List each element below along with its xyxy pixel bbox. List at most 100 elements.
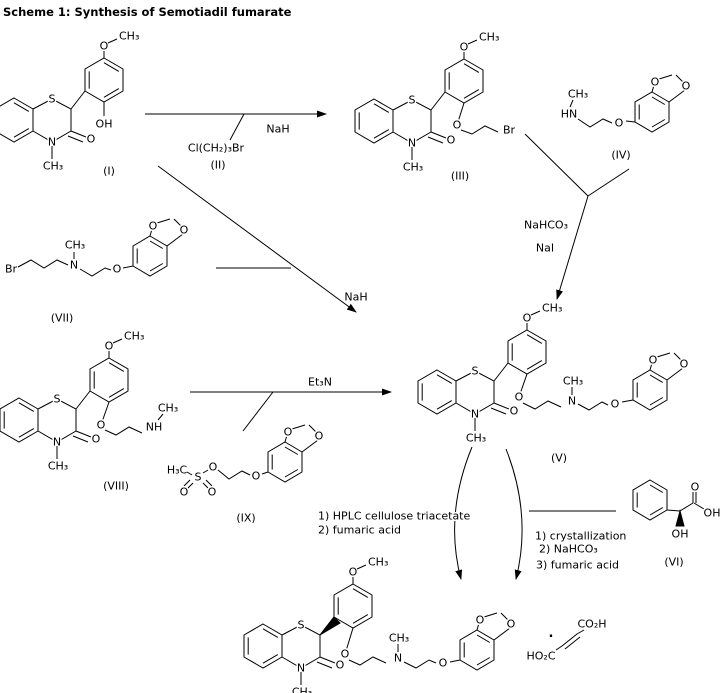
- oh-wedge-bond: [675, 509, 685, 527]
- label-III: (III): [451, 170, 469, 183]
- ethyl-chain: [577, 118, 613, 128]
- ester-oxygen: O: [209, 461, 218, 474]
- ether-oxygen-2: O: [439, 657, 448, 670]
- amine-hn: HN: [561, 108, 578, 121]
- ether-oxygen: O: [252, 470, 261, 483]
- aryl-ether-bond: [625, 120, 636, 123]
- carboxyl-oh-bond: [693, 502, 705, 510]
- ethyl-chain: [403, 659, 437, 669]
- product-core: [242, 554, 390, 693]
- reaction-arrows: NaH Cl(CH₂)₃Br (II) NaHCO₃ NaI NaH Et₃N …: [145, 110, 630, 580]
- propyl-chain: [17, 259, 69, 269]
- bromine: Br: [5, 263, 18, 276]
- structure-V: O N CH₃ O (V): [416, 300, 691, 466]
- reagent-left-1: 1) HPLC cellulose triacetate: [318, 510, 470, 523]
- label-VI: (VI): [664, 556, 683, 569]
- structure-I-core: [0, 28, 141, 174]
- label-VIII: (VIII): [103, 480, 129, 493]
- curved-arrow-right: [505, 448, 523, 580]
- carboxyl-double-bond: [692, 492, 697, 503]
- n-methyl-label: CH₃: [568, 88, 588, 101]
- reagent-nai: NaI: [536, 242, 554, 255]
- structure-VII-benzodioxole: [131, 217, 191, 278]
- label-IX: (IX): [236, 512, 255, 525]
- n-methyl-label: CH₃: [65, 239, 85, 252]
- ether-oxygen-2: O: [611, 398, 620, 411]
- sulfonyl-oxygen-left: O: [180, 486, 189, 499]
- structure-VI: OH O OH (VI): [632, 479, 722, 570]
- carboxyl-bond: [679, 502, 694, 512]
- amine-nitrogen: N: [70, 259, 78, 272]
- carboxyl-left: HO₂C: [526, 650, 555, 663]
- ester-bond: [202, 469, 209, 474]
- sulfonyl-double-bond-right: [202, 479, 213, 490]
- structure-fumaric-acid: · HO₂C CO₂H: [525, 616, 608, 664]
- salt-dot: ·: [549, 630, 554, 645]
- ether-oxygen: O: [515, 391, 524, 404]
- product-benzodioxole: [458, 611, 518, 672]
- ether-oxygen: O: [453, 119, 462, 132]
- n-methyl-bond: [569, 99, 574, 108]
- aryl-ether-bond: [261, 471, 269, 475]
- bromopropyl-chain: [460, 125, 499, 135]
- n-methyl-label: CH₃: [158, 402, 178, 415]
- line-from-III: [524, 133, 589, 197]
- stereo-wedge-bond: [319, 616, 341, 636]
- mesyl-methyl: H₃C: [167, 464, 188, 477]
- reagent-nahco3: NaHCO₃: [524, 219, 568, 232]
- amine-nh: NH: [146, 421, 163, 434]
- structure-VII: Br N CH₃ O (VII): [3, 217, 191, 326]
- structure-V-core: [416, 300, 564, 446]
- reagent-right-3: 3) fumaric acid: [536, 559, 619, 572]
- label-I: (I): [103, 165, 115, 178]
- n-methyl-label: CH₃: [563, 375, 583, 388]
- structure-III-core: [353, 29, 501, 175]
- ether-bond: [519, 373, 528, 395]
- amine-nitrogen: N: [568, 395, 576, 408]
- phenyl-double-bonds: [636, 484, 664, 516]
- structure-VIII: O NH CH₃ (VIII): [0, 328, 180, 494]
- aryl-ether-bond: [449, 659, 461, 663]
- ether-oxygen: O: [615, 117, 624, 130]
- carboxyl-oxygen: O: [691, 481, 700, 494]
- ether-bond: [457, 102, 465, 123]
- structure-product-semotiadil: O N CH₃ O: [242, 554, 518, 693]
- scheme-title: Scheme 1: Synthesis of Semotiadil fumara…: [3, 5, 292, 19]
- line-from-IV: [587, 168, 630, 197]
- structure-V-benzodioxole: [631, 351, 691, 412]
- structure-IX-benzodioxole: [266, 423, 326, 484]
- arrow-to-V-right: [556, 195, 589, 300]
- structure-IV: CH₃ HN O (IV): [559, 73, 693, 163]
- ethyl-chain: [79, 267, 112, 277]
- propyl-chain: [104, 426, 143, 436]
- structure-VIII-core: [0, 328, 146, 474]
- arrow-diagonal-I-VII: [157, 165, 357, 313]
- label-IV: (IV): [611, 149, 630, 162]
- phenyl-ring: [632, 479, 668, 521]
- reagent-tick-II: [229, 113, 245, 141]
- structure-III: O Br (III): [353, 29, 517, 184]
- label-VII: (VII): [51, 312, 74, 325]
- ether-oxygen: O: [341, 648, 350, 661]
- ether-oxygen: O: [97, 419, 106, 432]
- fumarate-bonds: [555, 629, 585, 651]
- sulfur-atom: S: [195, 471, 202, 484]
- aryl-ether-bond: [621, 399, 634, 403]
- carboxyl-right: CO₂H: [577, 618, 606, 631]
- n-methyl-label: CH₃: [389, 632, 409, 645]
- propyl-chain: [522, 400, 562, 410]
- propyl-chain: [348, 656, 387, 666]
- structure-I: OH (I): [0, 28, 141, 179]
- alpha-hydroxyl: OH: [672, 528, 689, 541]
- alpha-bond: [666, 509, 681, 512]
- ethyl-chain: [577, 401, 609, 411]
- reagent-alkylating-agent: Cl(CH₂)₃Br: [188, 142, 245, 155]
- structure-IX: H₃C S O O O O (IX): [165, 423, 326, 526]
- structure-IV-benzodioxole: [633, 73, 693, 134]
- ethyl-chain: [217, 469, 251, 480]
- ether-bond: [345, 627, 354, 652]
- sulfonyl-oxygen-right: O: [208, 486, 217, 499]
- reagent-left-2: 2) fumaric acid: [318, 524, 401, 537]
